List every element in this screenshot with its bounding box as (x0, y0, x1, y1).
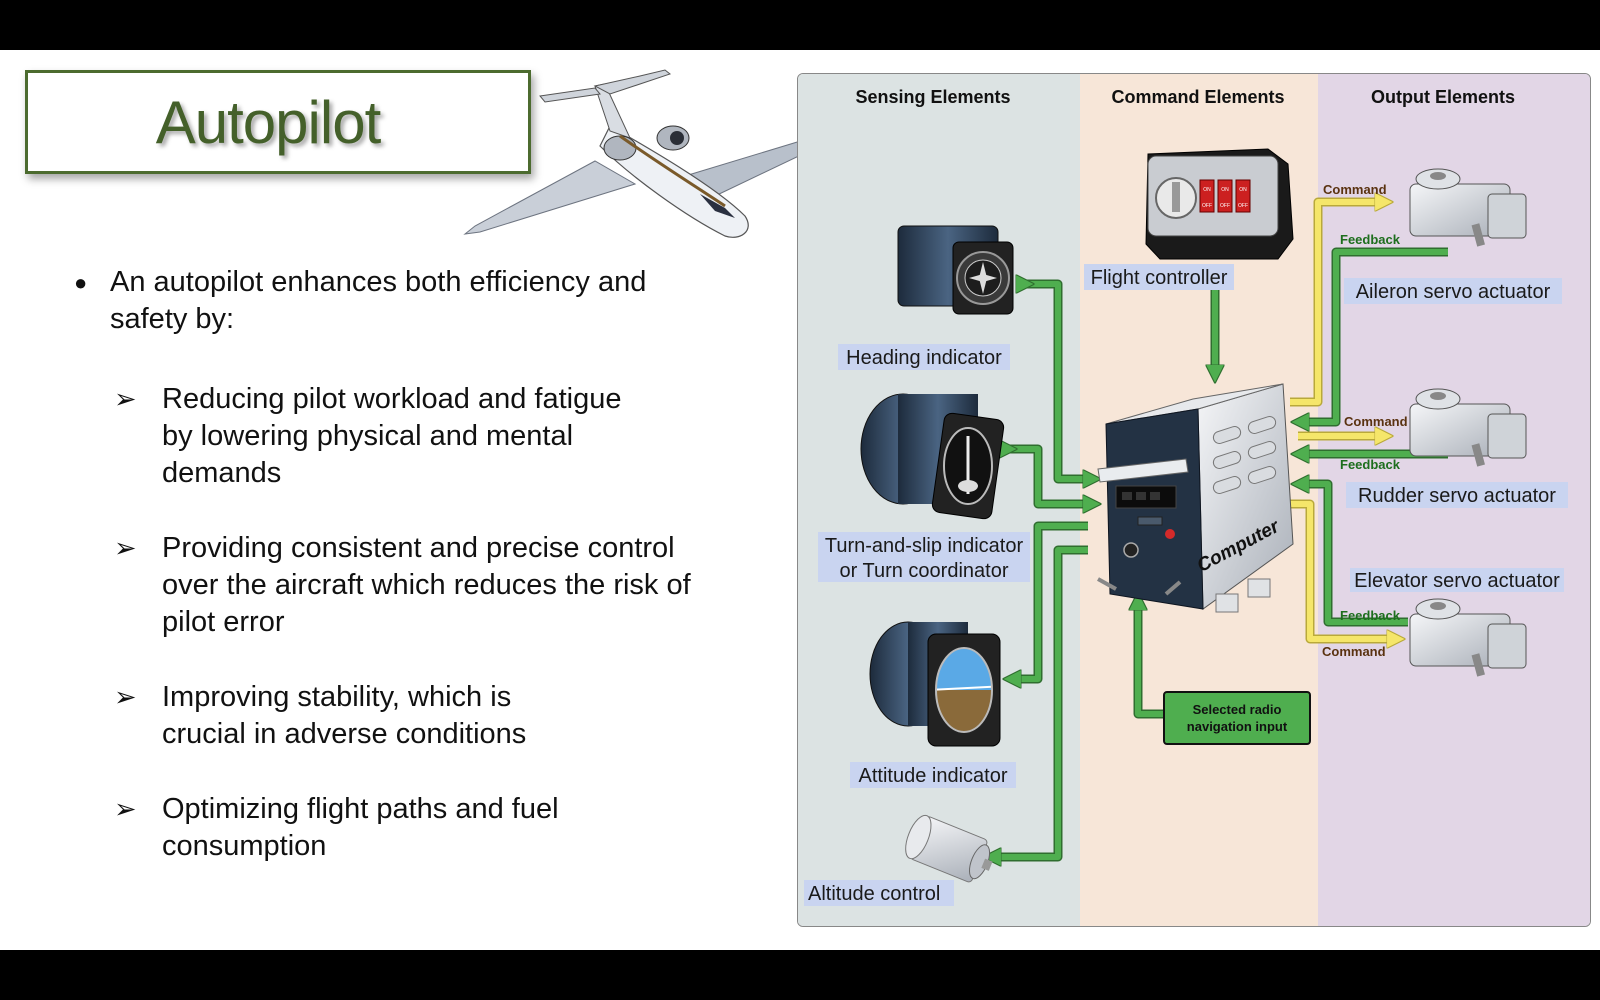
arrow-bullet-icon: ➢ (114, 682, 137, 712)
arrow-bullet-icon: ➢ (114, 794, 137, 824)
arrow-bullet-icon: ➢ (114, 384, 137, 414)
arrow-bullet-icon: ➢ (114, 533, 137, 563)
elevator-servo-icon (1409, 598, 1527, 677)
label-bg (818, 532, 1030, 582)
heading-indicator-icon (897, 225, 1014, 315)
diagram-canvas: Sensing Elements Command Elements Output… (798, 74, 1590, 926)
command-label: Command (1323, 182, 1387, 197)
radio-navigation-label: Selected radio (1193, 702, 1282, 717)
aileron-servo-label: Aileron servo actuator (1356, 281, 1551, 303)
rudder-servo-icon (1409, 388, 1527, 467)
label-bg (850, 762, 1016, 788)
sub-bullet: ➢ Optimizing flight paths and fuel consu… (70, 791, 632, 865)
feedback-label: Feedback (1340, 457, 1401, 472)
aileron-servo-icon (1409, 168, 1527, 247)
label-bg (1344, 278, 1562, 304)
attitude-indicator-icon (869, 621, 1001, 747)
column-header-output: Output Elements (1371, 87, 1515, 107)
label-bg (838, 344, 1010, 370)
switch-label: ON (1239, 187, 1247, 193)
flight-controller-icon: ON ON ON OFF OFF OFF (1145, 148, 1294, 260)
elevator-servo-label: Elevator servo actuator (1354, 570, 1560, 592)
sub-bullet-text: Improving stability, which is crucial in… (162, 681, 527, 750)
bullet-dot-icon: ● (74, 270, 88, 295)
feedback-label: Feedback (1340, 232, 1401, 247)
sensing-arrows-fill (990, 264, 1215, 857)
column-header-command: Command Elements (1111, 87, 1284, 107)
turn-slip-indicator-label: Turn-and-slip indicator (825, 535, 1024, 557)
sub-bullet-text: Providing consistent and precise control… (162, 532, 691, 638)
altitude-control-icon (905, 814, 993, 883)
sub-bullet: ➢ Reducing pilot workload and fatigue by… (70, 381, 632, 492)
main-bullet-text: An autopilot enhances both efficiency an… (110, 266, 647, 335)
command-label: Command (1344, 414, 1408, 429)
sub-bullet-text: Optimizing flight paths and fuel consump… (162, 793, 559, 862)
radio-navigation-label: navigation input (1187, 719, 1288, 734)
turn-slip-indicator-icon (860, 393, 1005, 520)
title-box: Autopilot (25, 70, 531, 174)
command-label: Command (1322, 644, 1386, 659)
rudder-servo-label: Rudder servo actuator (1358, 485, 1556, 507)
sub-bullet: ➢ Providing consistent and precise contr… (70, 530, 722, 641)
heading-indicator-label: Heading indicator (846, 347, 1002, 369)
altitude-control-label: Altitude control (808, 883, 940, 905)
switch-label: ON (1221, 187, 1229, 193)
switch-label: OFF (1202, 203, 1212, 209)
label-bg (1350, 568, 1564, 592)
bullet-list: ● An autopilot enhances both efficiency … (70, 264, 710, 865)
slide: Autopilot ● An autopilot enhances both e… (0, 50, 1600, 950)
turn-coordinator-label: or Turn coordinator (840, 560, 1009, 582)
flight-controller-label: Flight controller (1091, 267, 1228, 289)
label-bg (1084, 264, 1234, 290)
switch-label: ON (1203, 187, 1211, 193)
autopilot-diagram: Sensing Elements Command Elements Output… (797, 73, 1591, 927)
sub-bullet-text: Reducing pilot workload and fatigue by l… (162, 383, 622, 489)
label-bg (804, 880, 954, 906)
slide-title: Autopilot (155, 88, 382, 156)
sub-bullet: ➢ Improving stability, which is crucial … (70, 679, 592, 753)
attitude-indicator-label: Attitude indicator (859, 765, 1008, 787)
label-bg (1346, 482, 1568, 508)
feedback-label: Feedback (1340, 608, 1401, 623)
switch-label: OFF (1238, 203, 1248, 209)
column-header-sensing: Sensing Elements (855, 87, 1010, 107)
radio-navigation-box: Selected radio navigation input (1163, 691, 1311, 745)
switch-label: OFF (1220, 203, 1230, 209)
main-bullet: ● An autopilot enhances both efficiency … (70, 264, 710, 338)
